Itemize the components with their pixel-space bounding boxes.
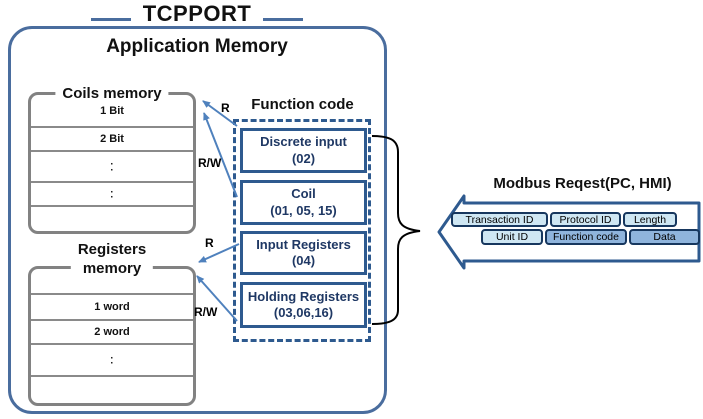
- fc-name: Input Registers: [256, 236, 351, 252]
- fc-code: (02): [291, 150, 316, 166]
- registers-readwrite-label: R/W: [194, 305, 218, 319]
- title-left-dash: [90, 18, 131, 21]
- field-protocol-id: Protocol ID: [550, 212, 621, 227]
- registers-memory-title: Registers memory: [70, 241, 154, 279]
- coils-row-1bit: 1 Bit: [100, 104, 124, 117]
- registers-row-dots: · ·: [31, 343, 193, 375]
- field-transaction-id: Transaction ID: [451, 212, 548, 227]
- function-code-input-registers: Input Registers (04): [240, 231, 367, 275]
- function-code-heading: Function code: [251, 96, 354, 113]
- fc-code: (03,06,16): [273, 305, 334, 320]
- function-code-coil: Coil (01, 05, 15): [240, 180, 367, 225]
- fc-code: (04): [291, 253, 316, 268]
- field-data: Data: [629, 229, 700, 245]
- field-length: Length: [623, 212, 677, 227]
- title-right-dash: [263, 18, 304, 21]
- function-code-holding-registers: Holding Registers (03,06,16): [240, 282, 367, 328]
- registers-memory-box: Registers memory 1 word 2 word · ·: [28, 241, 196, 406]
- field-unit-id: Unit ID: [481, 229, 543, 245]
- coils-row-dots-2: · ·: [31, 181, 193, 205]
- coils-read-label: R: [221, 101, 230, 115]
- coils-memory-box: Coils memory 1 Bit 2 Bit · · · ·: [28, 85, 196, 234]
- fc-name: Discrete input: [260, 134, 347, 150]
- fc-name: Coil: [291, 186, 316, 202]
- coils-row-dots-1: · ·: [31, 150, 193, 181]
- function-code-dashed-box: [233, 119, 371, 342]
- registers-row-1word: 1 word: [31, 293, 193, 319]
- coils-row-2bit: 2 Bit: [31, 126, 193, 150]
- coils-readwrite-label: R/W: [198, 156, 222, 170]
- coils-memory-title: Coils memory: [55, 85, 169, 104]
- registers-row-2word: 2 word: [31, 319, 193, 343]
- coils-row-empty: [31, 205, 193, 231]
- registers-row-empty: [31, 375, 193, 403]
- tcpport-title-group: TCPPORT: [0, 1, 394, 27]
- function-code-discrete-input: Discrete input (02): [240, 128, 367, 173]
- application-memory-heading: Application Memory: [106, 36, 288, 57]
- fc-name: Holding Registers: [247, 288, 360, 304]
- field-function-code: Function code: [545, 229, 627, 245]
- diagram-title: TCPPORT: [142, 1, 252, 26]
- modbus-request-title: Modbus Reqest(PC, HMI): [493, 175, 672, 192]
- fc-code: (01, 05, 15): [270, 202, 337, 218]
- registers-read-label: R: [205, 236, 214, 250]
